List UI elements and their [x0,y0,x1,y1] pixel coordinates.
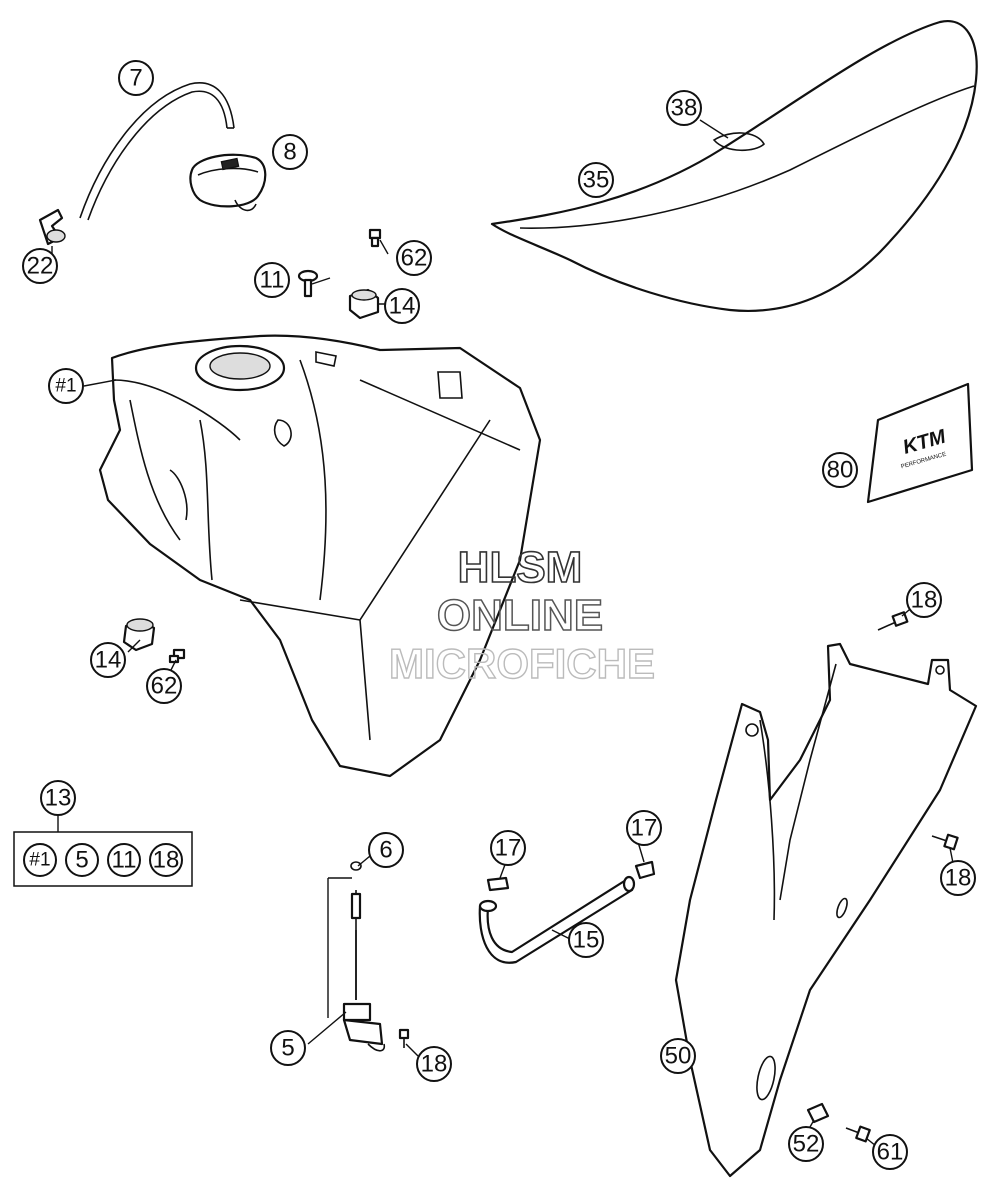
callout-8[interactable]: 8 [272,134,308,170]
svg-text:61: 61 [877,1139,904,1166]
fuel-hose [478,875,636,964]
callout-52[interactable]: 52 [788,1126,824,1162]
callout-17-left[interactable]: 17 [490,830,526,866]
kit-item-5: 5 [65,843,99,877]
svg-text:#1: #1 [29,850,50,871]
breather-hose [79,82,235,221]
svg-text:22: 22 [27,253,54,280]
svg-text:#1: #1 [55,376,76,397]
callout-18-right[interactable]: 18 [940,860,976,896]
svg-text:5: 5 [75,847,88,874]
callout-61[interactable]: 61 [872,1134,908,1170]
callout-50[interactable]: 50 [660,1038,696,1074]
fuel-cap [189,153,267,212]
bushing-14-bottom [122,618,156,652]
bolt-61 [845,1125,871,1143]
svg-text:38: 38 [671,95,698,122]
callout-14-bottom[interactable]: 14 [90,642,126,678]
svg-text:52: 52 [793,1131,820,1158]
svg-text:13: 13 [45,785,72,812]
svg-text:18: 18 [421,1051,448,1078]
callout-18-upper[interactable]: 18 [906,582,942,618]
callout-22[interactable]: 22 [22,248,58,284]
kit-item-11: 11 [107,843,141,877]
svg-text:17: 17 [495,835,522,862]
kit-item-1: #1 [23,843,57,877]
svg-text:15: 15 [573,927,600,954]
kit-box: #1 5 11 18 [13,831,193,887]
screw-18-upper [877,611,909,631]
callout-62-top[interactable]: 62 [396,240,432,276]
bolt-62-top [368,228,382,248]
fuel-tap [342,890,386,1052]
fuel-tank [98,334,542,778]
callout-62-bottom[interactable]: 62 [146,668,182,704]
elbow-fitting [38,208,66,246]
kit-item-18: 18 [149,843,183,877]
watermark-line3: MICROFICHE [389,640,655,687]
decal: KTM PERFORMANCE [866,382,974,504]
bushing-14-top [348,288,380,320]
svg-text:18: 18 [945,865,972,892]
svg-text:50: 50 [665,1043,692,1070]
watermark-line1: HLSM [458,543,583,592]
svg-text:11: 11 [260,267,285,294]
callout-6[interactable]: 6 [368,832,404,868]
watermark-line2: ONLINE [437,591,603,640]
grommet-52 [806,1102,830,1124]
svg-text:17: 17 [631,815,658,842]
callout-11[interactable]: 11 [254,262,290,298]
callout-80[interactable]: 80 [822,452,858,488]
bolt-62-bottom [168,648,186,664]
screw-11 [297,269,319,298]
svg-text:11: 11 [112,847,137,874]
seat [490,19,978,312]
hose-clamp-17-right [634,860,656,880]
side-panel [674,642,978,1178]
callout-14-top[interactable]: 14 [384,288,420,324]
callout-15[interactable]: 15 [568,922,604,958]
callout-17-right[interactable]: 17 [626,810,662,846]
callout-5[interactable]: 5 [270,1030,306,1066]
svg-text:62: 62 [151,673,178,700]
screw-18-lower [398,1028,410,1048]
svg-text:14: 14 [95,647,122,674]
watermark: HLSM ONLINE MICROFICHE [388,542,655,688]
callout-7[interactable]: 7 [118,60,154,96]
svg-text:14: 14 [389,293,416,320]
svg-text:18: 18 [153,847,180,874]
svg-text:62: 62 [401,245,428,272]
svg-text:8: 8 [283,139,296,166]
callout-35[interactable]: 35 [578,162,614,198]
svg-text:6: 6 [379,837,392,864]
o-ring-6 [350,861,362,871]
callout-18-lower[interactable]: 18 [416,1046,452,1082]
hose-clamp-17-left [486,876,510,892]
callout-13[interactable]: 13 [40,780,76,816]
svg-text:5: 5 [281,1035,294,1062]
svg-text:18: 18 [911,587,938,614]
svg-text:7: 7 [129,65,142,92]
callout-38[interactable]: 38 [666,90,702,126]
callout-1[interactable]: #1 [48,368,84,404]
svg-text:35: 35 [583,167,610,194]
screw-18-right [931,833,959,851]
svg-text:80: 80 [827,457,854,484]
